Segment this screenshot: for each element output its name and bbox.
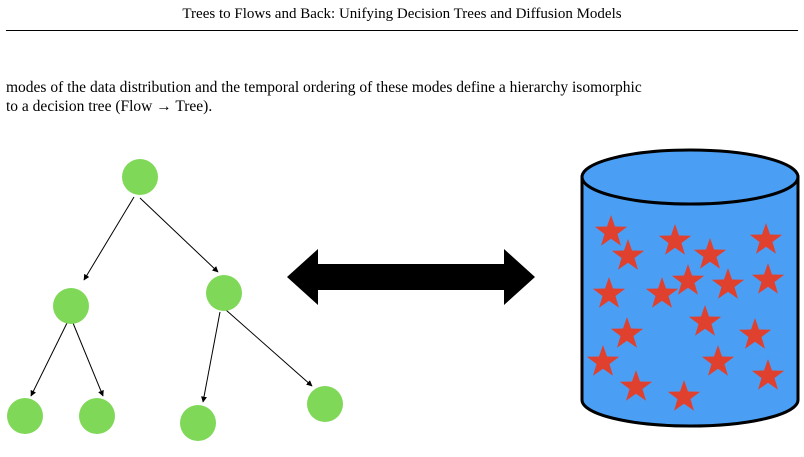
tree-edge [139,197,219,273]
data-cylinder [580,148,800,428]
tree-edge [201,311,221,403]
tree-node-leaf [307,386,343,422]
header-rule [6,30,798,31]
tree-node [53,288,89,324]
tree-node-leaf [79,398,115,434]
cylinder-body [580,175,800,428]
paragraph-line-2: to a decision tree (Flow → Tree). [6,98,213,115]
tree-node [206,275,242,311]
tree-node-leaf [7,398,43,434]
paragraph-line-1: modes of the data distribution and the t… [6,79,642,96]
paragraph: modes of the data distribution and the t… [6,78,801,116]
double-headed-arrow-icon [287,249,535,305]
cylinder-top [580,148,800,206]
tree-edge [225,309,313,387]
tree-flow-figure [7,148,800,441]
decision-tree-diagram [7,159,343,441]
tree-edge [30,322,68,397]
tree-node-leaf [180,405,216,441]
figure [0,140,804,452]
running-header: Trees to Flows and Back: Unifying Decisi… [182,6,622,22]
tree-edge [72,322,104,397]
tree-node-root [122,159,158,195]
tree-edge [83,196,135,281]
